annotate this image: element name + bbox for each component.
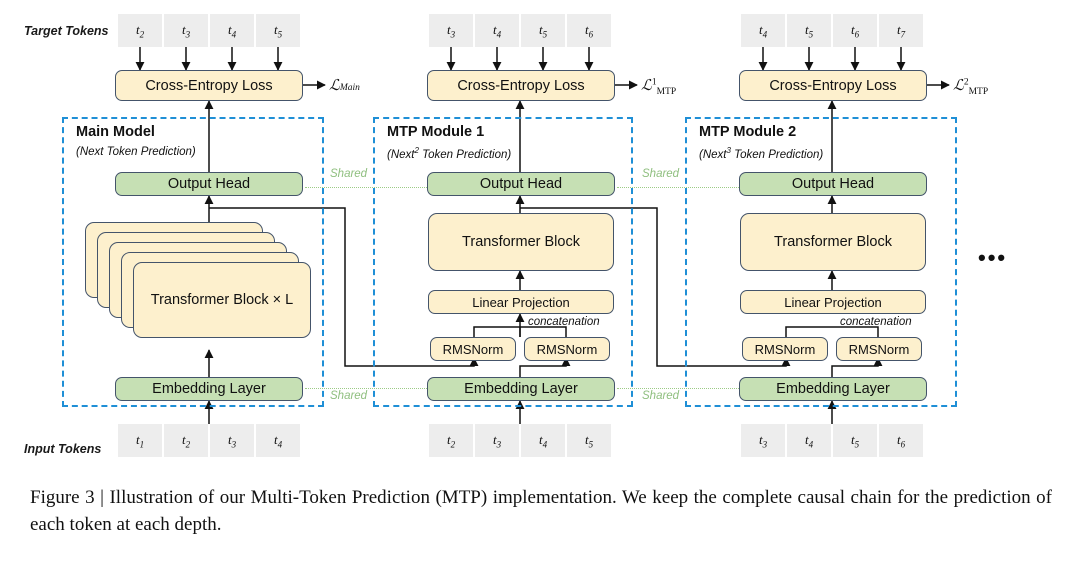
module-subtitle-mtp1: (Next2 Token Prediction) <box>387 146 512 161</box>
rmsnorm-right-mtp2: RMSNorm <box>836 337 922 361</box>
rmsnorm-right-mtp1: RMSNorm <box>524 337 610 361</box>
input-token-cell: t3 <box>210 424 254 457</box>
output-head-mtp2: Output Head <box>739 172 927 196</box>
transformer-block-mtp1: Transformer Block <box>428 213 614 271</box>
module-box-mtp-2 <box>685 117 957 407</box>
linear-projection-mtp2: Linear Projection <box>740 290 926 314</box>
target-token-cell: t4 <box>210 14 254 47</box>
input-token-cell: t4 <box>787 424 831 457</box>
target-token-cell: t3 <box>429 14 473 47</box>
target-token-cell: t5 <box>787 14 831 47</box>
embedding-layer-mtp2: Embedding Layer <box>739 377 927 401</box>
concatenation-label-mtp1: concatenation <box>528 316 600 328</box>
target-token-cell: t7 <box>879 14 923 47</box>
input-token-cell: t2 <box>429 424 473 457</box>
input-token-cell: t3 <box>475 424 519 457</box>
loss-label-main: ℒMain <box>329 78 360 94</box>
shared-label-output-head-2: Shared <box>642 168 680 180</box>
module-title-main: Main Model <box>76 124 155 140</box>
transformer-block-mtp2: Transformer Block <box>740 213 926 271</box>
module-title-mtp1: MTP Module 1 <box>387 124 485 140</box>
input-token-cell: t1 <box>118 424 162 457</box>
input-token-cell: t4 <box>521 424 565 457</box>
input-token-cell: t3 <box>741 424 785 457</box>
target-token-cell: t4 <box>475 14 519 47</box>
target-token-cell: t6 <box>567 14 611 47</box>
shared-link-output-head-1 <box>305 187 435 188</box>
target-token-cell: t3 <box>164 14 208 47</box>
cross-entropy-loss-box-mtp2: Cross-Entropy Loss <box>739 70 927 101</box>
target-token-cell: t5 <box>521 14 565 47</box>
input-token-cell: t4 <box>256 424 300 457</box>
rmsnorm-left-mtp2: RMSNorm <box>742 337 828 361</box>
shared-label-embedding-1: Shared <box>330 390 368 402</box>
input-token-cell: t5 <box>567 424 611 457</box>
output-head-main: Output Head <box>115 172 303 196</box>
transformer-block-stack-front: Transformer Block × L <box>133 262 311 338</box>
figure-diagram: Target Tokens t2 t3 t4 t5 t3 t4 t5 t6 t4… <box>24 14 1008 457</box>
concatenation-label-mtp2: concatenation <box>840 316 912 328</box>
ellipsis-more-modules: ••• <box>978 245 1008 270</box>
output-head-mtp1: Output Head <box>427 172 615 196</box>
target-token-cell: t2 <box>118 14 162 47</box>
module-box-mtp-1 <box>373 117 633 407</box>
input-token-cell: t2 <box>164 424 208 457</box>
cross-entropy-loss-box-main: Cross-Entropy Loss <box>115 70 303 101</box>
module-title-mtp2: MTP Module 2 <box>699 124 797 140</box>
target-tokens-label: Target Tokens <box>24 24 109 38</box>
input-token-cell: t5 <box>833 424 877 457</box>
input-tokens-label: Input Tokens <box>24 442 102 456</box>
loss-label-mtp1: ℒ1MTP <box>641 77 677 97</box>
module-box-main-model <box>62 117 324 407</box>
embedding-layer-main: Embedding Layer <box>115 377 303 401</box>
module-subtitle-main: (Next Token Prediction) <box>76 146 196 158</box>
module-subtitle-mtp2: (Next3 Token Prediction) <box>699 146 824 161</box>
shared-link-output-head-2 <box>617 187 747 188</box>
input-token-cell: t6 <box>879 424 923 457</box>
target-token-cell: t6 <box>833 14 877 47</box>
shared-label-output-head-1: Shared <box>330 168 368 180</box>
linear-projection-mtp1: Linear Projection <box>428 290 614 314</box>
target-token-cell: t5 <box>256 14 300 47</box>
shared-label-embedding-2: Shared <box>642 390 680 402</box>
figure-caption: Figure 3 | Illustration of our Multi-Tok… <box>30 487 1052 535</box>
loss-label-mtp2: ℒ2MTP <box>953 77 989 97</box>
rmsnorm-left-mtp1: RMSNorm <box>430 337 516 361</box>
shared-link-embedding-2 <box>617 388 747 389</box>
embedding-layer-mtp1: Embedding Layer <box>427 377 615 401</box>
target-token-cell: t4 <box>741 14 785 47</box>
shared-link-embedding-1 <box>305 388 435 389</box>
cross-entropy-loss-box-mtp1: Cross-Entropy Loss <box>427 70 615 101</box>
